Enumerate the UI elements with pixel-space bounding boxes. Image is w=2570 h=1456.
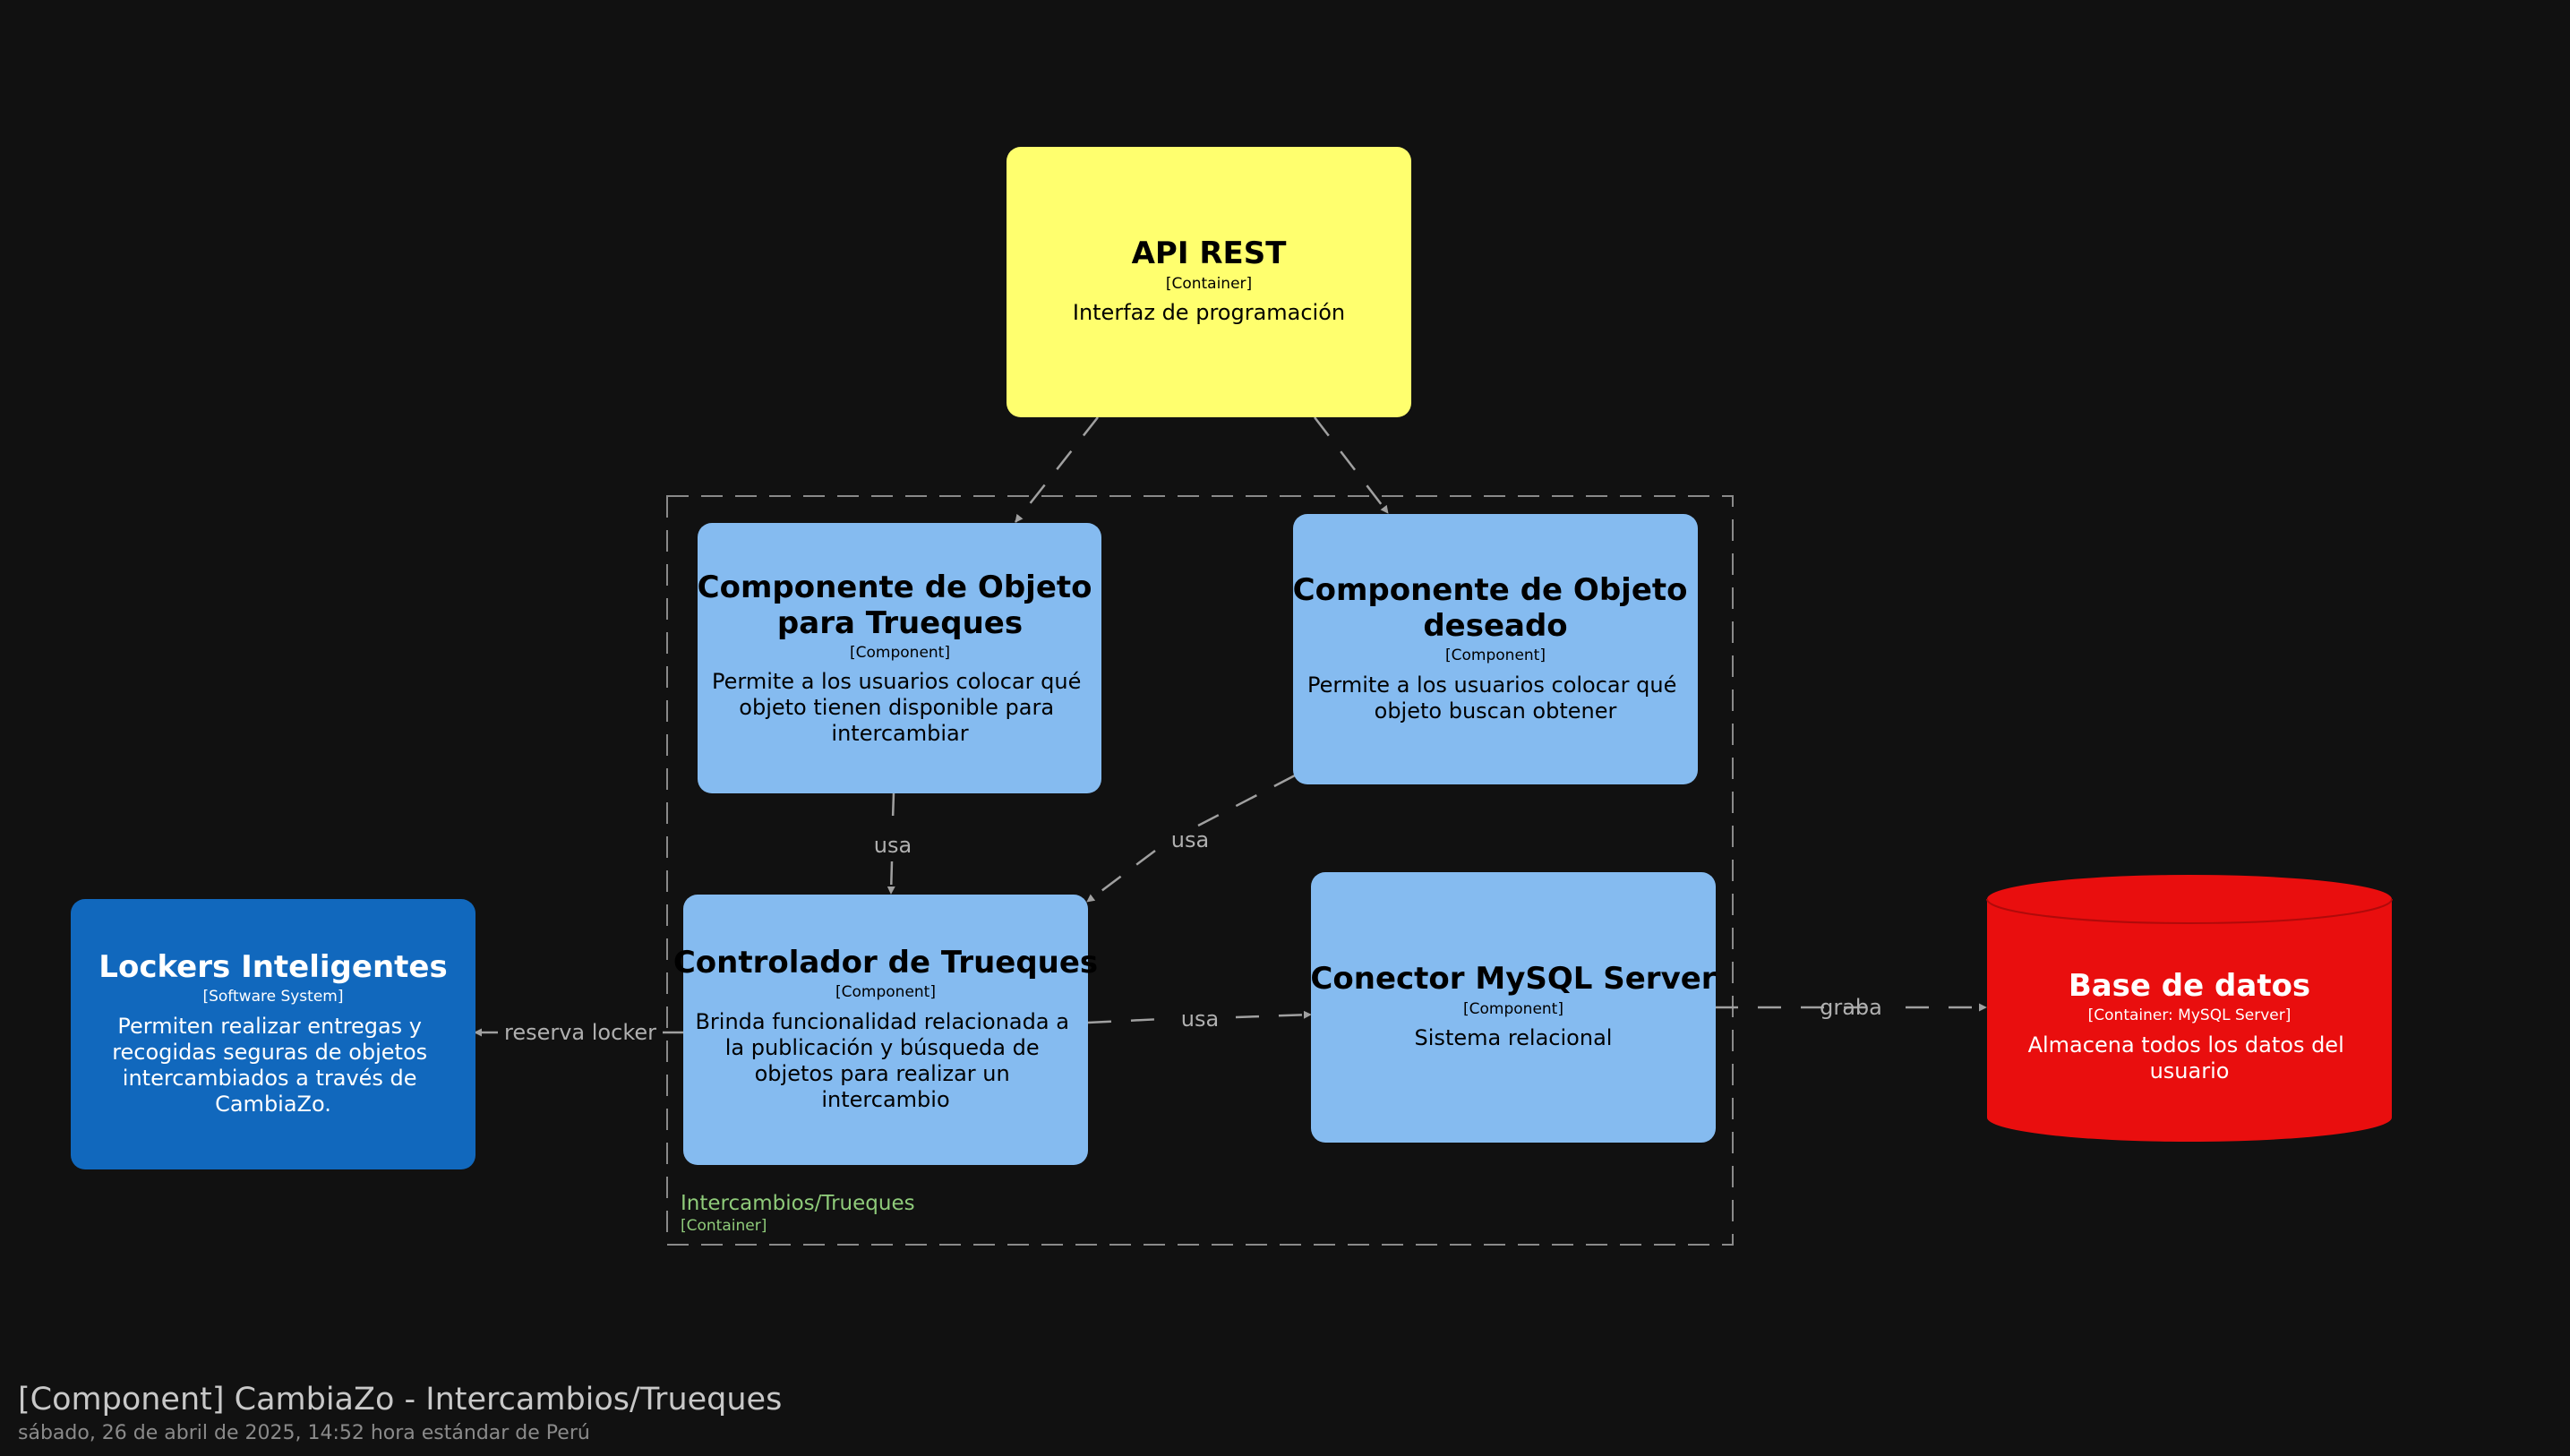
node-lockers-desc-line: recogidas seguras de objetos <box>112 1040 427 1065</box>
node-lockers-name: Lockers Inteligentes <box>99 949 447 985</box>
node-controlador-type: [Component] <box>835 983 936 1001</box>
node-trueques-desc: Permite a los usuarios colocar qué objet… <box>712 669 1088 746</box>
node-lockers-desc-line: CambiaZo. <box>215 1092 331 1117</box>
edges <box>475 416 1986 1032</box>
node-deseado-type: [Component] <box>1445 647 1546 664</box>
node-lockers-desc-line: intercambiados a través de <box>123 1066 417 1091</box>
node-deseado-box <box>1293 514 1698 784</box>
node-api-type: [Container] <box>1166 275 1252 293</box>
database-cylinder-rim <box>1986 898 2393 924</box>
node-controlador-desc-line: la publicación y búsqueda de <box>725 1035 1040 1060</box>
node-database-desc-line: Almacena todos los datos del <box>2028 1032 2344 1058</box>
edge-api-to-deseado <box>1314 416 1389 514</box>
node-base-de-datos[interactable]: Base de datos [Container: MySQL Server] … <box>1986 875 2393 1142</box>
node-trueques-desc-line: Permite a los usuarios colocar qué <box>712 669 1081 694</box>
node-database-type: [Container: MySQL Server] <box>2088 1006 2292 1024</box>
boundary-type: [Container] <box>681 1217 767 1235</box>
edge-trueques-to-controlador <box>891 792 894 894</box>
node-api-rest[interactable]: API REST [Container] Interfaz de program… <box>1007 147 1411 417</box>
node-trueques-box <box>698 523 1101 793</box>
diagram-footer: [Component] CambiaZo - Intercambios/True… <box>18 1382 782 1444</box>
edge-deseado-to-controlador <box>1087 774 1296 902</box>
node-controlador-desc-line: objetos para realizar un <box>755 1061 1010 1086</box>
edge-label-controlador-lockers: reserva locker <box>504 1020 656 1045</box>
node-trueques-type: [Component] <box>850 644 950 662</box>
node-database-desc-line: usuario <box>2150 1058 2230 1083</box>
node-deseado-desc: Permite a los usuarios colocar qué objet… <box>1307 672 1683 724</box>
node-api-desc-line: Interfaz de programación <box>1073 300 1345 325</box>
node-deseado-name-line: deseado <box>1423 608 1567 644</box>
node-controlador-desc-line: Brinda funcionalidad relacionada a <box>695 1009 1068 1034</box>
node-lockers-box <box>71 899 475 1169</box>
edge-label-trueques-controlador: usa <box>874 833 912 858</box>
node-conector-mysql[interactable]: Conector MySQL Server [Component] Sistem… <box>1310 872 1717 1143</box>
node-lockers-desc: Permiten realizar entregas y recogidas s… <box>112 1014 434 1117</box>
node-trueques-name: Componente de Objeto para Trueques <box>698 570 1103 641</box>
diagram-timestamp: sábado, 26 de abril de 2025, 14:52 hora … <box>18 1422 590 1444</box>
node-conector-box <box>1311 872 1716 1143</box>
edge-label-deseado-controlador: usa <box>1171 827 1209 852</box>
node-trueques-desc-line: objeto tienen disponible para <box>739 695 1054 720</box>
node-controlador-desc-line: intercambio <box>821 1087 949 1112</box>
boundary-name: Intercambios/Trueques <box>681 1192 915 1215</box>
node-trueques-name-line: Componente de Objeto <box>698 570 1092 605</box>
node-componente-deseado[interactable]: Componente de Objeto deseado [Component]… <box>1293 514 1699 784</box>
node-controlador-trueques[interactable]: Controlador de Trueques [Component] Brin… <box>673 895 1098 1165</box>
node-api-name: API REST <box>1132 236 1288 271</box>
node-deseado-name: Componente de Objeto deseado <box>1293 572 1699 644</box>
node-lockers-type: [Software System] <box>202 988 343 1006</box>
node-api-box <box>1007 147 1411 417</box>
boundary-frame <box>666 495 1734 1246</box>
node-conector-desc: Sistema relacional <box>1415 1025 1613 1050</box>
node-api-desc: Interfaz de programación <box>1073 300 1345 325</box>
node-database-desc: Almacena todos los datos del usuario <box>2028 1032 2352 1083</box>
node-deseado-desc-line: objeto buscan obtener <box>1375 698 1617 724</box>
edge-labels: usa usa usa reserva locker graba <box>504 827 1882 1045</box>
node-conector-desc-line: Sistema relacional <box>1415 1025 1613 1050</box>
diagram-title: [Component] CambiaZo - Intercambios/True… <box>18 1382 782 1417</box>
database-cylinder-body <box>1987 875 2392 1142</box>
node-componente-trueques[interactable]: Componente de Objeto para Trueques [Comp… <box>698 523 1103 793</box>
edge-label-conector-database: graba <box>1820 995 1882 1020</box>
container-boundary: Intercambios/Trueques [Container] <box>666 495 1734 1246</box>
edge-api-to-trueques <box>1015 416 1099 523</box>
edge-controlador-to-conector <box>1087 1015 1311 1024</box>
node-controlador-desc: Brinda funcionalidad relacionada a la pu… <box>695 1009 1075 1112</box>
node-deseado-desc-line: Permite a los usuarios colocar qué <box>1307 672 1676 698</box>
edge-label-controlador-conector: usa <box>1181 1006 1219 1032</box>
node-controlador-box <box>683 895 1088 1165</box>
node-trueques-name-line: para Trueques <box>777 605 1023 641</box>
node-lockers-desc-line: Permiten realizar entregas y <box>117 1014 422 1039</box>
node-conector-type: [Component] <box>1463 1000 1563 1018</box>
node-conector-name: Conector MySQL Server <box>1310 961 1716 997</box>
node-trueques-desc-line: intercambiar <box>831 721 968 746</box>
node-controlador-name: Controlador de Trueques <box>673 945 1098 981</box>
node-deseado-name-line: Componente de Objeto <box>1293 572 1688 608</box>
node-lockers-inteligentes[interactable]: Lockers Inteligentes [Software System] P… <box>71 899 475 1169</box>
node-database-name: Base de datos <box>2069 968 2310 1004</box>
